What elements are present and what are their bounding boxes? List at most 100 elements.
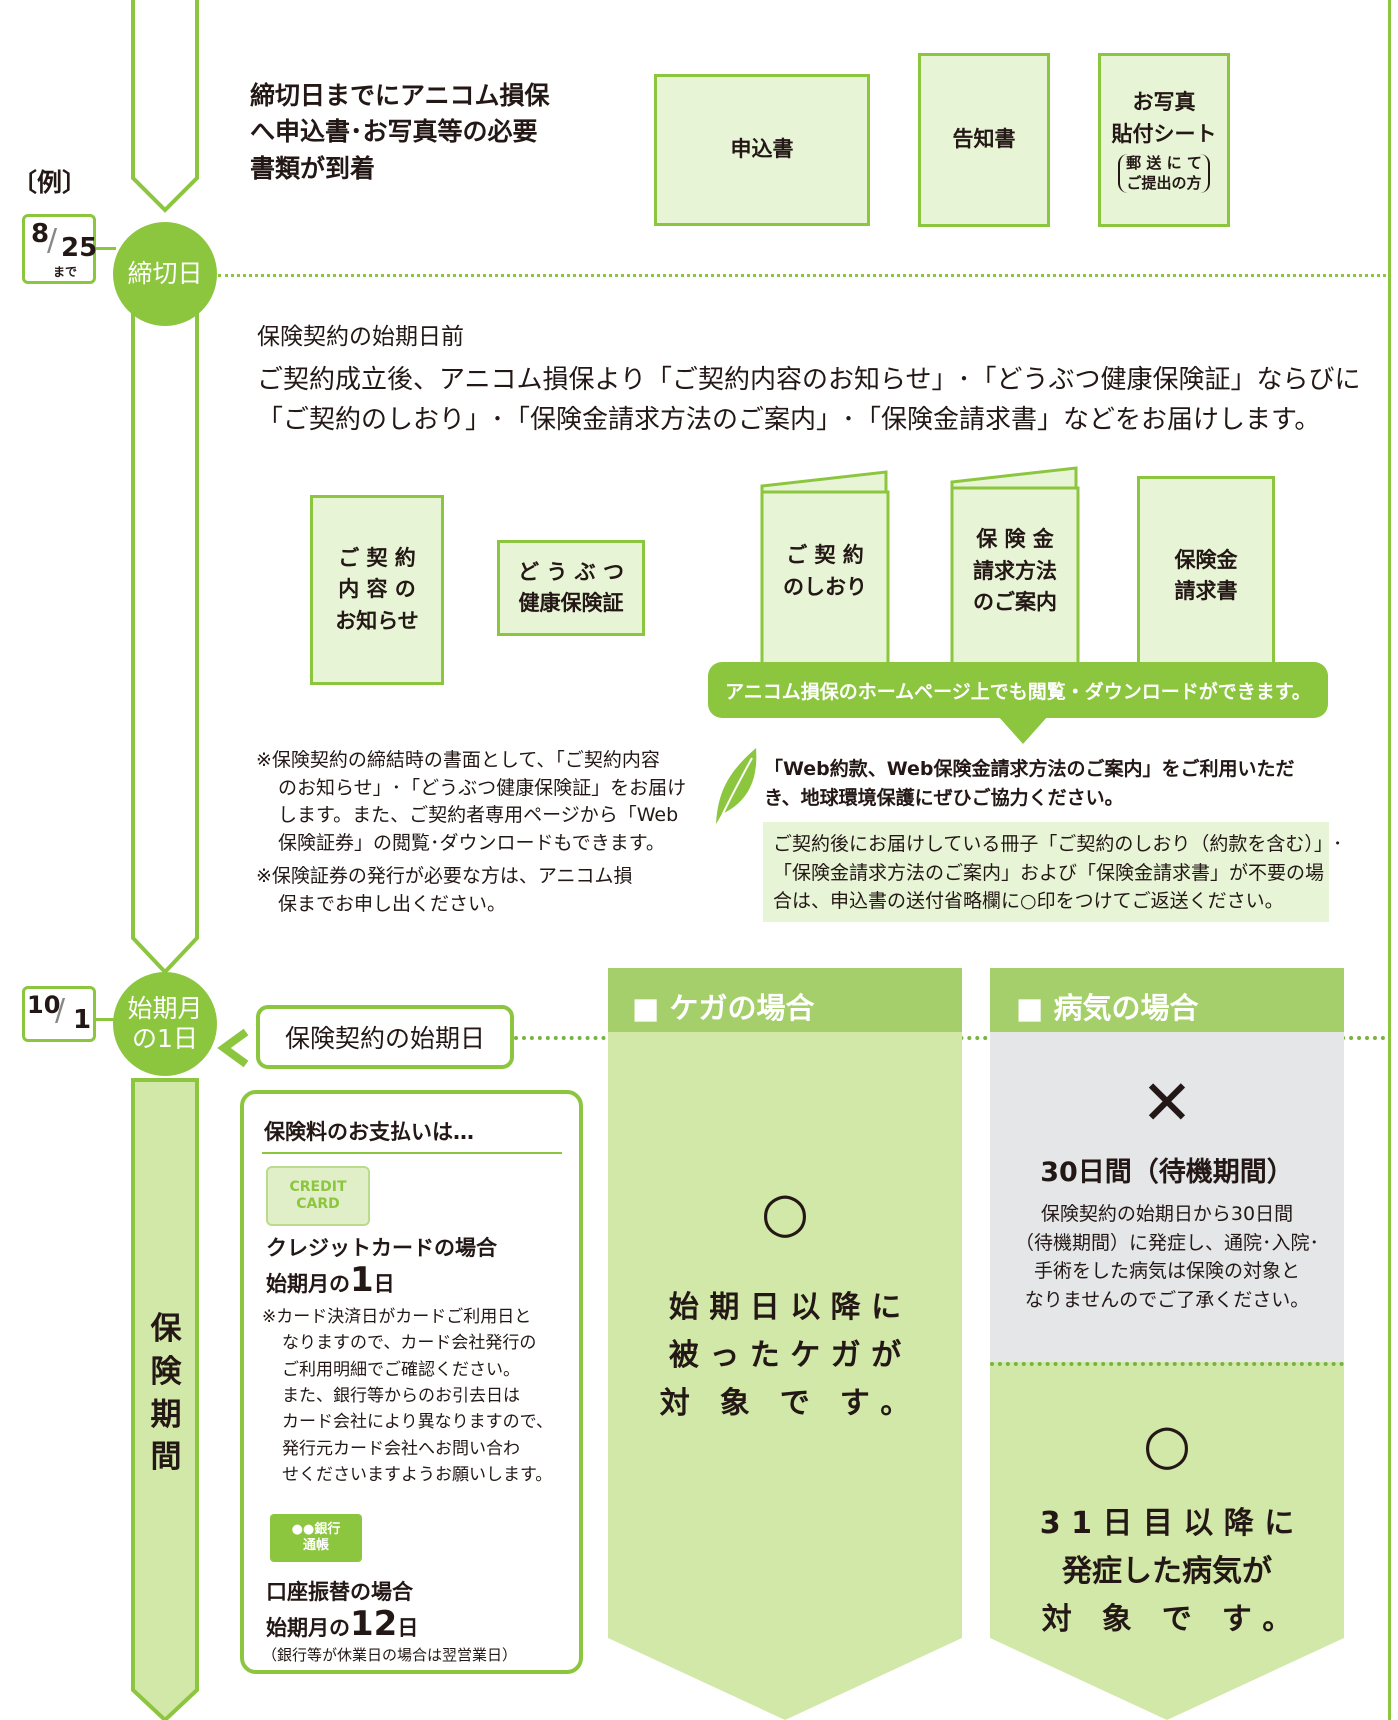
start-date-month: 10: [27, 991, 61, 1019]
period-char: 保: [150, 1311, 182, 1347]
note-line: ※保険契約の締結時の書面として、「ご契約内容: [256, 749, 660, 771]
doc-line: 請求書: [1174, 579, 1238, 603]
photo-sheet-title: お写真: [1132, 90, 1196, 114]
period-char: 険: [150, 1353, 182, 1390]
bank-day-value: 12: [350, 1604, 398, 1644]
deadline-date-day: 25: [61, 233, 98, 263]
bank-icon-text: ●●銀行: [291, 1521, 341, 1537]
doc-line: のしおり: [783, 574, 867, 599]
doc-contract-notice: ご 契 約 内 容 の お知らせ: [310, 495, 444, 685]
photo-note-line: 郵 送 に て: [1126, 154, 1202, 172]
card-icon-text: CARD: [296, 1196, 340, 1212]
wait-text-line: （待機期間）に発症し、通院･入院･: [1014, 1231, 1319, 1254]
credit-card-icon: CREDIT CARD: [266, 1166, 370, 1226]
doc-line: 健康保険証: [518, 591, 624, 615]
wait-text-line: なりませんのでご了承ください。: [1024, 1288, 1310, 1311]
eco-title-line: き、地球環境保護にぜひご協力ください。: [764, 787, 1124, 810]
date-slash: /: [47, 223, 58, 258]
doc-line: ご 契 約: [786, 543, 864, 567]
eco-note-line: 合は、申込書の送付省略欄に○印をつけてご返送ください。: [773, 890, 1284, 912]
start-circle-line: の1日: [132, 1024, 198, 1053]
illness-line: 発症した病気が: [1062, 1554, 1272, 1589]
injury-panel-graphic: [608, 968, 962, 1720]
deadline-divider: [218, 274, 1386, 277]
injury-line: 対 象 で す 。: [659, 1386, 911, 1421]
right-edge-line: [1388, 0, 1391, 1720]
payment-box: 保険料のお支払いは… CREDIT CARD クレジットカードの場合 始期月の1…: [240, 1090, 583, 1674]
circle-mark: ○: [1143, 1412, 1191, 1476]
booklet-guide-graphic: [760, 470, 890, 674]
photo-note-line: ご提出の方: [1126, 173, 1202, 192]
before-start-line: ご契約成立後、アニコム損保より「ご契約内容のお知らせ」･「どうぶつ健康保険証」な…: [257, 365, 1361, 395]
wait-period-text: 保険契約の始期日から30日間 （待機期間）に発症し、通院･入院･ 手術をした病気…: [990, 1200, 1344, 1314]
booklet-claim-method-graphic: [950, 466, 1080, 674]
deadline-text-line: へ申込書･お写真等の必要: [250, 117, 538, 147]
connector-line: [96, 1018, 116, 1021]
doc-line: お知らせ: [335, 608, 419, 633]
deadline-date-box: 8 / 25 まで: [22, 214, 98, 284]
deadline-date-suffix: まで: [53, 265, 78, 279]
card-note-line: また、銀行等からのお引去日は: [282, 1386, 520, 1407]
bank-note: （銀行等が休業日の場合は翌営業日）: [262, 1646, 518, 1664]
doc-line: 内 容 の: [338, 577, 416, 602]
doc-line: 保 険 金: [976, 527, 1054, 551]
note-line: ※保険証券の発行が必要な方は、アニコム損: [256, 865, 633, 888]
card-icon-text: CREDIT: [289, 1178, 347, 1195]
note-line: 保険証券」の閲覧･ダウンロードもできます。: [278, 831, 665, 854]
deadline-text-line: 締切日までにアニコム損保: [250, 81, 550, 110]
doc-claim-form: 保険金 請求書: [1137, 476, 1275, 676]
circle-mark: ○: [761, 1180, 809, 1244]
doc-notice: 告知書: [918, 53, 1050, 227]
card-note-line: カード会社により異なりますので、: [282, 1412, 553, 1433]
doc-line: ご 契 約: [338, 545, 416, 570]
illness-line: 3 1 日 目 以 降 に: [1039, 1506, 1295, 1541]
wait-text-line: 手術をした病気は保険の対象と: [1033, 1260, 1300, 1282]
payment-title: 保険料のお支払いは…: [264, 1120, 474, 1144]
bank-heading: 口座振替の場合: [266, 1580, 413, 1604]
injury-title: ■ ケガの場合: [632, 991, 815, 1025]
period-char: 間: [150, 1439, 182, 1476]
connector-line: [96, 247, 116, 250]
injury-text: 始 期 日 以 降 に 被 っ た ケ ガ が 対 象 で す 。: [608, 1284, 962, 1428]
bank-day-prefix: 始期月の: [266, 1616, 350, 1640]
doc-insurance-card: ど う ぶ つ 健康保険証: [497, 540, 645, 636]
insurance-period-label: 保 険 期 間: [150, 1308, 182, 1479]
download-banner: アニコム損保のホームページ上でも閲覧・ダウンロードができます。: [708, 662, 1328, 718]
card-day: 始期月の1日: [266, 1260, 395, 1300]
date-slash: /: [55, 993, 66, 1028]
bank-day: 始期月の12日: [266, 1604, 418, 1644]
card-day-value: 1: [350, 1260, 374, 1300]
start-day-label: 保険契約の始期日: [256, 1005, 514, 1069]
photo-sheet-title: 貼付シート: [1111, 121, 1217, 146]
deadline-date-month: 8: [31, 219, 50, 249]
injury-line: 被 っ た ケ ガ が: [668, 1338, 902, 1373]
injury-line: 始 期 日 以 降 に: [668, 1290, 902, 1325]
note-line: 保までお申し出ください。: [278, 892, 507, 915]
example-label: 〔例〕: [12, 168, 88, 197]
card-day-unit: 日: [373, 1272, 395, 1296]
card-note-line: ご利用明細でご確認ください。: [282, 1359, 520, 1380]
doc-line: 請求方法: [973, 558, 1057, 583]
injury-mark: ○: [608, 1180, 962, 1244]
doc-line: 保険金: [1174, 547, 1238, 572]
card-note-line: 発行元カード会社へお問い合わ: [282, 1438, 520, 1459]
illness-text: 3 1 日 目 以 降 に 発症した病気が 対 象 で す 。: [990, 1500, 1344, 1644]
eco-note-line: 「保険金請求方法のご案内」および「保険金請求書」が不要の場: [773, 861, 1325, 884]
illness-o-mark: ○: [990, 1412, 1344, 1476]
doc-claim-method: 保 険 金 請求方法 のご案内: [952, 524, 1078, 619]
doc-line: ど う ぶ つ: [518, 559, 624, 584]
eco-note-line: ご契約後にお届けしている冊子「ご契約のしおり（約款を含む）」･: [773, 833, 1343, 855]
note-line: のお知らせ」･「どうぶつ健康保険証」をお届け: [278, 776, 687, 799]
bank-icon-text: 通帳: [302, 1538, 329, 1553]
banner-arrow-icon: [998, 716, 1048, 744]
deadline-circle: 締切日: [113, 222, 217, 326]
eco-title-line: 「Web約款、Web保険金請求方法のご案内」をご利用いただ: [764, 758, 1295, 780]
wait-text-line: 保険契約の始期日から30日間: [1040, 1203, 1294, 1225]
eco-title: 「Web約款、Web保険金請求方法のご案内」をご利用いただ き、地球環境保護にぜ…: [764, 755, 1295, 814]
before-start-heading: 保険契約の始期日前: [257, 324, 464, 350]
card-heading: クレジットカードの場合: [266, 1236, 497, 1260]
bankbook-icon: ●●銀行 通帳: [270, 1514, 362, 1562]
before-start-line: 「ご契約のしおり」･「保険金請求方法のご案内」･「保険金請求書」などをお届けしま…: [257, 405, 1321, 436]
period-char: 期: [150, 1396, 182, 1433]
deadline-text-line: 書類が到着: [250, 153, 376, 183]
